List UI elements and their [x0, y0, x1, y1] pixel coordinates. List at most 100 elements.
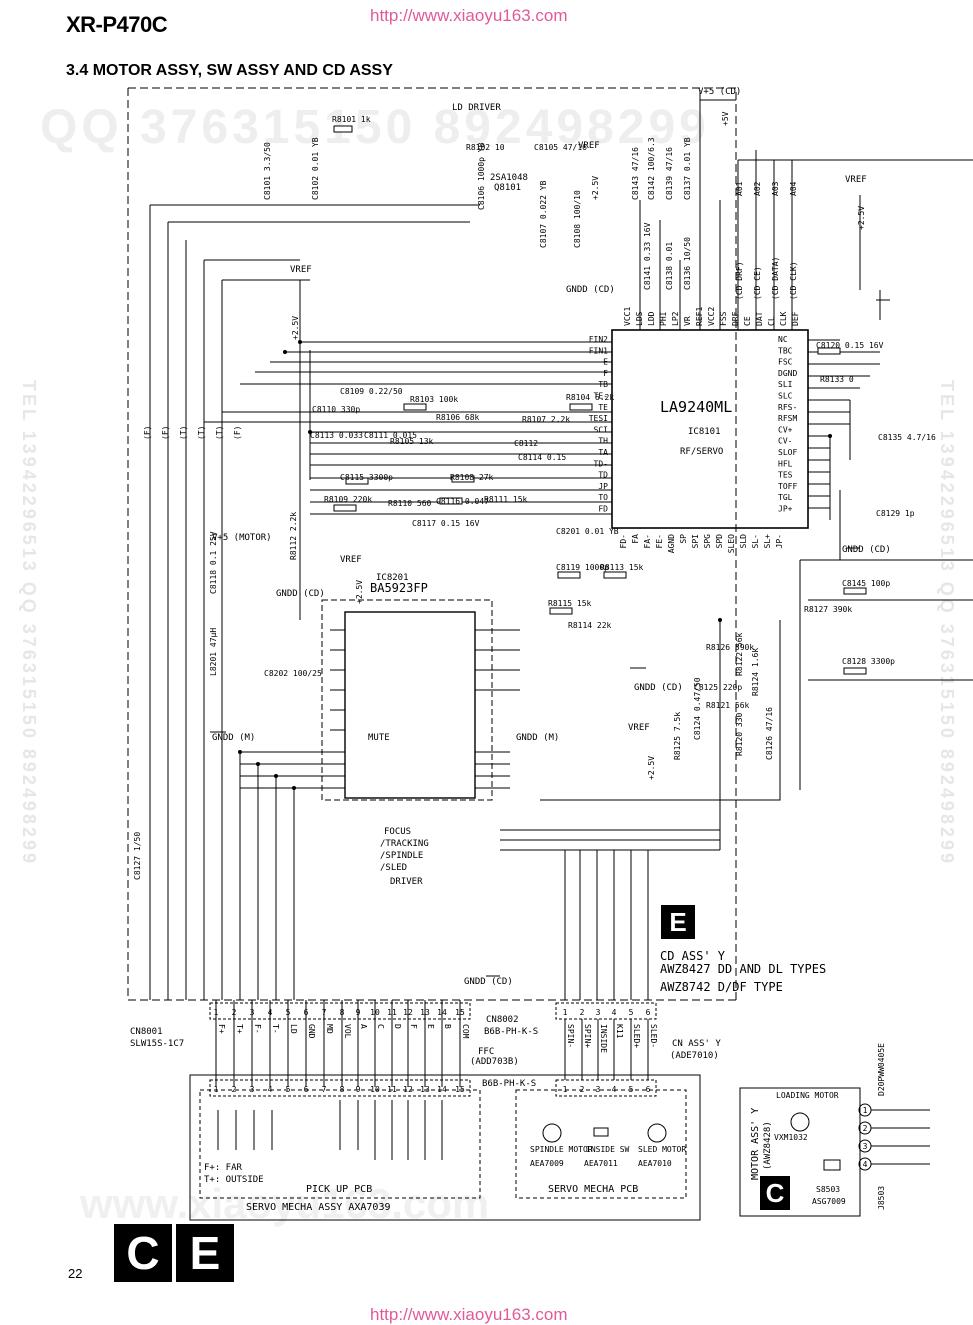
- plus25v-label-1: +2.5V: [291, 316, 300, 340]
- ic8101-left-pin-12: TD: [598, 471, 608, 480]
- ic8101-top-pin-7: VCC2: [707, 307, 716, 326]
- ic8101-top-pin-14: DEF: [791, 311, 800, 326]
- cn8002-num-1: 2: [580, 1008, 585, 1017]
- vref-label-left: VREF: [290, 265, 312, 275]
- component-54: R8125 7.5k: [673, 712, 682, 760]
- cn8001-pin-7: VOL: [343, 1024, 352, 1039]
- component-34: C8118 0.1 25V: [209, 531, 218, 594]
- ic8101-right-pin-11: HFL: [778, 459, 793, 468]
- cd-assy-line2: AWZ8742 D/DF TYPE: [660, 980, 783, 994]
- cn8001-pin-8: A: [359, 1024, 368, 1029]
- cn8001-num-2: 3: [250, 1008, 255, 1017]
- component-20: R8107 2.2k: [522, 415, 570, 424]
- bus-cd-label-3: (CD CLK): [789, 261, 798, 300]
- j8503-pin-2: 3: [863, 1142, 868, 1151]
- supply-cd-label: V+5 (CD): [698, 87, 741, 97]
- cn8001-num-5: 6: [304, 1008, 309, 1017]
- ic8101-bottom-pin-0: FD-: [619, 534, 628, 548]
- motor-assy-title: MOTOR ASS' Y: [750, 1108, 761, 1180]
- signal-tag-5: (F): [233, 426, 242, 440]
- component-38: C8119 1000p: [556, 563, 609, 572]
- component-48: C8128 3300p: [842, 657, 895, 666]
- cn8002-pin-5: SLED-: [649, 1024, 658, 1048]
- cn8002-lower-num-2: 3: [596, 1085, 601, 1094]
- ic8101-left-pin-10: TA: [598, 448, 608, 457]
- component-18: C8110 330p: [312, 405, 360, 414]
- cn8001-lower-num-2: 3: [250, 1085, 255, 1094]
- component-58: C8127 1/50: [133, 832, 142, 880]
- component-52: R8122 56k: [735, 632, 744, 676]
- j8503-ref: J8503: [877, 1186, 886, 1210]
- sled-motor-label: SLED MOTOR: [638, 1145, 686, 1154]
- ic8101-left-pin-2: E: [603, 358, 608, 367]
- model-number: XR-P470C: [66, 12, 168, 37]
- component-39: R8113 15k: [600, 563, 644, 572]
- cn8001-lower-num-14: 15: [455, 1085, 465, 1094]
- ic8101-bottom-pin-12: SL+: [763, 534, 772, 549]
- source-url-bottom[interactable]: http://www.xiaoyu163.com: [370, 1305, 568, 1324]
- source-url-top[interactable]: http://www.xiaoyu163.com: [370, 6, 568, 25]
- component-44: C8135 4.7/16: [878, 433, 936, 442]
- ic8101-left-pin-1: FIN1: [589, 346, 608, 355]
- ic8101-top-pin-2: LDD: [647, 311, 656, 326]
- gndd-cd-label-4: GNDD (CD): [634, 683, 683, 693]
- loading-motor-label: LOADING MOTOR: [776, 1091, 839, 1100]
- ic8101-right-pin-7: RFSM: [778, 414, 797, 423]
- cn8001-pin-13: B: [443, 1024, 452, 1029]
- plus25v-label-3: +2.5V: [857, 206, 866, 230]
- q8101-ref: Q8101: [494, 183, 521, 193]
- ic8101-right-pin-13: TOFF: [778, 482, 797, 491]
- watermark-left: TEL 13942296513 QQ 376315150 892498299: [19, 380, 39, 866]
- pickup-note-1: F+: FAR: [204, 1163, 243, 1173]
- cn8001-num-4: 5: [286, 1008, 291, 1017]
- component-47: R8127 390k: [804, 605, 852, 614]
- ic8101-left-pin-3: F: [603, 369, 608, 378]
- pickup-pcb-title: PICK UP PCB: [306, 1184, 372, 1195]
- bus-label-0: A01: [735, 181, 744, 196]
- component-37: C8201 0.01 YB: [556, 527, 619, 536]
- vxm-label: VXM1032: [774, 1133, 808, 1142]
- component-27: R8108 27k: [450, 473, 494, 482]
- component-23: R8105 13k: [390, 437, 434, 446]
- ic8101-top-pin-5: VR: [683, 316, 692, 326]
- cn8001-lower-num-5: 6: [304, 1085, 309, 1094]
- sled-motor-symbol: [647, 1123, 667, 1143]
- component-35: L8201 47µH: [209, 628, 218, 676]
- ic8101-left-pin-6: TE: [598, 403, 608, 412]
- cn8001-pin-1: T+: [235, 1024, 244, 1034]
- ic8101-top-pin-4: LP2: [671, 311, 680, 326]
- ic8101-bottom-pin-2: FA-: [643, 534, 652, 548]
- ic8101-right-pin-5: SLC: [778, 392, 793, 401]
- inside-sw-part: AEA7011: [584, 1159, 618, 1168]
- plus25v-label-2: +2.5V: [591, 176, 600, 200]
- j8503-pin-0: 1: [863, 1106, 868, 1115]
- cn8001-pin-11: F: [409, 1024, 418, 1029]
- component-1: R8102 10: [466, 143, 505, 152]
- component-31: R8111 15k: [484, 495, 528, 504]
- ic8101-bottom-pin-4: AGND: [667, 534, 676, 553]
- ic8101-right-pin-0: NC: [778, 335, 788, 344]
- ic8101-bottom-pin-6: SPI: [691, 534, 700, 549]
- spindle-motor-label: SPINDLE MOTOR: [530, 1145, 593, 1154]
- cn8002-lower-num-3: 4: [612, 1085, 617, 1094]
- vref-label-mid: VREF: [340, 555, 362, 565]
- cn8002-num-2: 3: [596, 1008, 601, 1017]
- cn8001-num-10: 11: [387, 1008, 397, 1017]
- servo-mecha-assy: SERVO MECHA ASSY AXA7039: [246, 1202, 391, 1213]
- q8101-label: 2SA1048: [490, 173, 528, 183]
- cn8001-lower-num-8: 9: [356, 1085, 361, 1094]
- cn8001-lower-num-9: 10: [370, 1085, 380, 1094]
- sled-motor-part: AEA7010: [638, 1159, 672, 1168]
- gndd-cd-label-5: GNDD (CD): [464, 977, 513, 987]
- component-49: R8126 390k: [706, 643, 754, 652]
- cn8001-num-14: 15: [455, 1008, 465, 1017]
- component-14: C8136 10/50: [683, 237, 692, 290]
- ic8101-bottom-pin-3: FE-: [655, 534, 664, 548]
- gndd-cd-label-3: GNDD (CD): [842, 545, 891, 555]
- component-3: C8101 3.3/50: [263, 142, 272, 200]
- cn8001-lower-num-11: 12: [403, 1085, 413, 1094]
- ic8101-top-pin-13: CLK: [779, 311, 788, 326]
- s8503-label: S8503: [816, 1185, 840, 1194]
- cn8001-lower-num-10: 11: [387, 1085, 397, 1094]
- driver-desc-3: /SPINDLE: [380, 851, 423, 861]
